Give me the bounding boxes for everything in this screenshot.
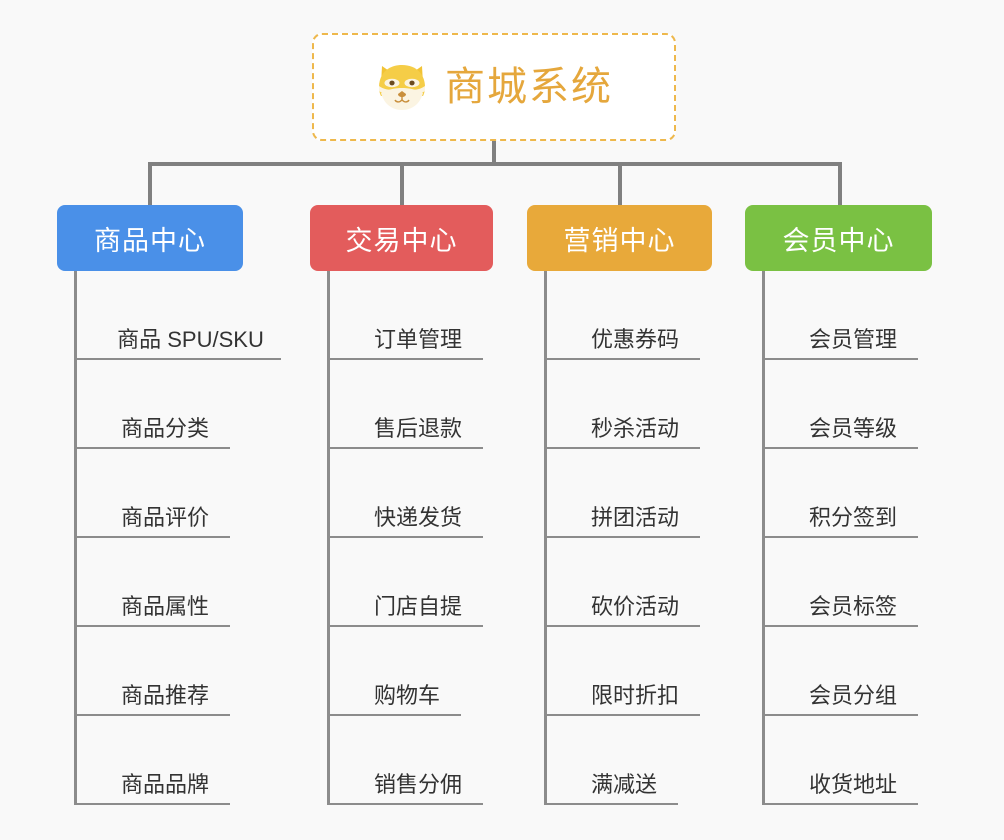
leaf-item[interactable]: 积分签到: [762, 449, 918, 538]
shiba-dog-icon: [379, 65, 425, 110]
leaf-item[interactable]: 商品推荐: [74, 627, 230, 716]
leaf-item[interactable]: 会员分组: [762, 627, 918, 716]
branch-spine-1: [327, 271, 330, 805]
leaf-list-3: 会员管理 会员等级 积分签到 会员标签 会员分组 收货地址: [762, 271, 918, 805]
leaf-label: 商品品牌: [120, 771, 209, 797]
leaf-item[interactable]: 收货地址: [762, 716, 918, 805]
connector-root-stem: [492, 141, 496, 164]
leaf-item[interactable]: 优惠券码: [544, 271, 700, 360]
connector-drop-3: [618, 162, 622, 207]
leaf-label: 限时折扣: [590, 682, 679, 708]
connector-horizontal-bus: [148, 162, 842, 166]
leaf-label: 拼团活动: [590, 504, 679, 530]
root-node[interactable]: 商城系统: [312, 33, 676, 141]
leaf-label: 会员等级: [808, 415, 897, 441]
connector-drop-2: [400, 162, 404, 207]
leaf-item[interactable]: 拼团活动: [544, 449, 700, 538]
leaf-list-0: 商品 SPU/SKU 商品分类 商品评价 商品属性 商品推荐 商品品牌: [74, 271, 281, 805]
leaf-label: 收货地址: [808, 771, 897, 797]
leaf-item[interactable]: 商品分类: [74, 360, 230, 449]
branch-column-3: 会员中心 会员管理 会员等级 积分签到 会员标签 会员分组 收货地址: [745, 205, 932, 805]
branch-header-2[interactable]: 营销中心: [527, 205, 712, 271]
leaf-label: 优惠券码: [590, 326, 679, 352]
branch-spine-3: [762, 271, 765, 805]
leaf-item[interactable]: 售后退款: [327, 360, 483, 449]
leaf-label: 售后退款: [373, 415, 462, 441]
leaf-item[interactable]: 快递发货: [327, 449, 483, 538]
branch-column-1: 交易中心 订单管理 售后退款 快递发货 门店自提 购物车 销售分佣: [310, 205, 493, 805]
leaf-item[interactable]: 订单管理: [327, 271, 483, 360]
leaf-label: 商品 SPU/SKU: [117, 326, 264, 352]
leaf-label: 砍价活动: [590, 593, 679, 619]
leaf-label: 会员标签: [808, 593, 897, 619]
leaf-item[interactable]: 商品属性: [74, 538, 230, 627]
branch-header-label-1: 交易中心: [345, 225, 458, 256]
leaf-item[interactable]: 会员等级: [762, 360, 918, 449]
branch-header-1[interactable]: 交易中心: [310, 205, 493, 271]
branch-header-label-0: 商品中心: [94, 225, 206, 256]
leaf-label: 快递发货: [373, 504, 462, 530]
leaf-item[interactable]: 商品 SPU/SKU: [74, 271, 281, 360]
leaf-item[interactable]: 商品评价: [74, 449, 230, 538]
leaf-item[interactable]: 砍价活动: [544, 538, 700, 627]
root-title: 商城系统: [445, 65, 613, 109]
branch-column-0: 商品中心 商品 SPU/SKU 商品分类 商品评价 商品属性 商品推荐 商品品牌: [57, 205, 281, 805]
leaf-label: 会员分组: [808, 682, 897, 708]
leaf-item[interactable]: 限时折扣: [544, 627, 700, 716]
leaf-item[interactable]: 门店自提: [327, 538, 483, 627]
leaf-label: 商品属性: [120, 593, 209, 619]
branch-header-3[interactable]: 会员中心: [745, 205, 932, 271]
leaf-label: 秒杀活动: [590, 415, 679, 441]
leaf-label: 积分签到: [808, 504, 897, 530]
leaf-label: 会员管理: [808, 326, 897, 352]
leaf-item[interactable]: 购物车: [327, 627, 461, 716]
leaf-label: 购物车: [373, 682, 440, 708]
leaf-label: 门店自提: [373, 593, 462, 619]
leaf-item[interactable]: 会员管理: [762, 271, 918, 360]
leaf-label: 满减送: [590, 771, 657, 797]
connector-drop-1: [148, 162, 152, 207]
leaf-list-1: 订单管理 售后退款 快递发货 门店自提 购物车 销售分佣: [327, 271, 483, 805]
leaf-list-2: 优惠券码 秒杀活动 拼团活动 砍价活动 限时折扣 满减送: [544, 271, 700, 805]
branch-header-label-3: 会员中心: [782, 225, 895, 256]
leaf-item[interactable]: 商品品牌: [74, 716, 230, 805]
leaf-item[interactable]: 满减送: [544, 716, 678, 805]
branch-column-2: 营销中心 优惠券码 秒杀活动 拼团活动 砍价活动 限时折扣 满减送: [527, 205, 712, 805]
branch-header-label-2: 营销中心: [563, 225, 676, 256]
leaf-item[interactable]: 会员标签: [762, 538, 918, 627]
leaf-label: 商品推荐: [120, 682, 209, 708]
branch-spine-0: [74, 271, 77, 805]
leaf-label: 订单管理: [373, 326, 462, 352]
leaf-label: 商品评价: [120, 504, 209, 530]
connector-drop-4: [838, 162, 842, 207]
leaf-label: 商品分类: [120, 415, 209, 441]
leaf-item[interactable]: 秒杀活动: [544, 360, 700, 449]
branch-spine-2: [544, 271, 547, 805]
leaf-item[interactable]: 销售分佣: [327, 716, 483, 805]
leaf-label: 销售分佣: [373, 771, 462, 797]
branch-header-0[interactable]: 商品中心: [57, 205, 243, 271]
